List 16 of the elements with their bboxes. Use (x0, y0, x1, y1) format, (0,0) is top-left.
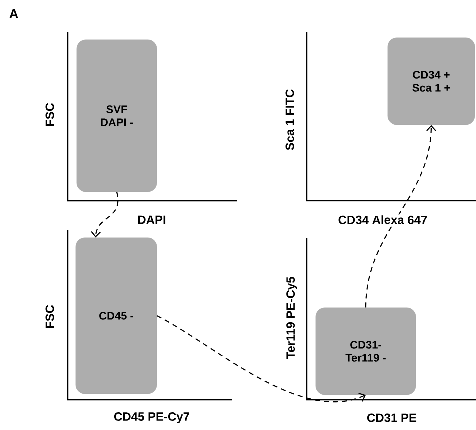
arrow (156, 316, 366, 403)
axis-label: CD34 Alexa 647 (337, 214, 429, 226)
panel-letter: A (8, 8, 20, 20)
axis-label: Ter119 PE-Cy5 (286, 276, 298, 360)
arrow (365, 125, 436, 308)
axis-label: CD45 PE-Cy7 (113, 412, 192, 424)
gate-box: SVF DAPI - (76, 40, 158, 192)
gate-box: CD31- Ter119 - (316, 308, 416, 396)
axis-label: FSC (44, 304, 56, 330)
axis-label: Sca 1 FITC (284, 88, 296, 152)
axis-label: FSC (44, 102, 56, 128)
axis-label: DAPI (136, 214, 168, 226)
gate-box: CD45 - (76, 238, 158, 394)
axis-label: CD31 PE (366, 412, 418, 424)
arrow (91, 192, 119, 238)
gate-box: CD34 + Sca 1 + (388, 38, 476, 126)
